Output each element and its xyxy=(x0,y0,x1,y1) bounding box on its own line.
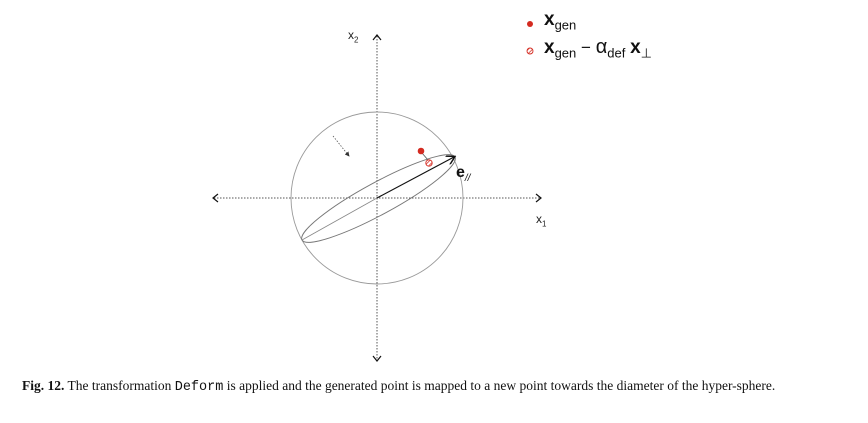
x1-axis-label: x1 xyxy=(536,212,547,229)
x1-axis-right-arrowhead xyxy=(535,193,542,203)
x1-axis-left-arrowhead xyxy=(212,193,219,203)
generated-point xyxy=(417,147,425,155)
shift-arrow xyxy=(421,152,429,161)
hyper-sphere xyxy=(290,111,464,285)
deform-direction-arrow xyxy=(332,135,350,157)
e-parallel-vector xyxy=(376,157,454,199)
legend-item-deformed: xgen − αdef x⊥ xyxy=(544,36,652,61)
deformed-point xyxy=(425,159,433,167)
x2-axis-top-arrowhead xyxy=(372,34,382,41)
x2-axis-label: x2 xyxy=(348,28,359,45)
figure-caption: Fig. 12. The transformation Deform is ap… xyxy=(22,378,776,395)
e-parallel-label: e// xyxy=(456,164,471,185)
diameter-line xyxy=(301,197,378,241)
legend-item-generated: xgen xyxy=(544,9,577,33)
x2-axis-bottom-arrowhead xyxy=(372,355,382,362)
caption-label: Fig. 12. xyxy=(22,378,65,393)
